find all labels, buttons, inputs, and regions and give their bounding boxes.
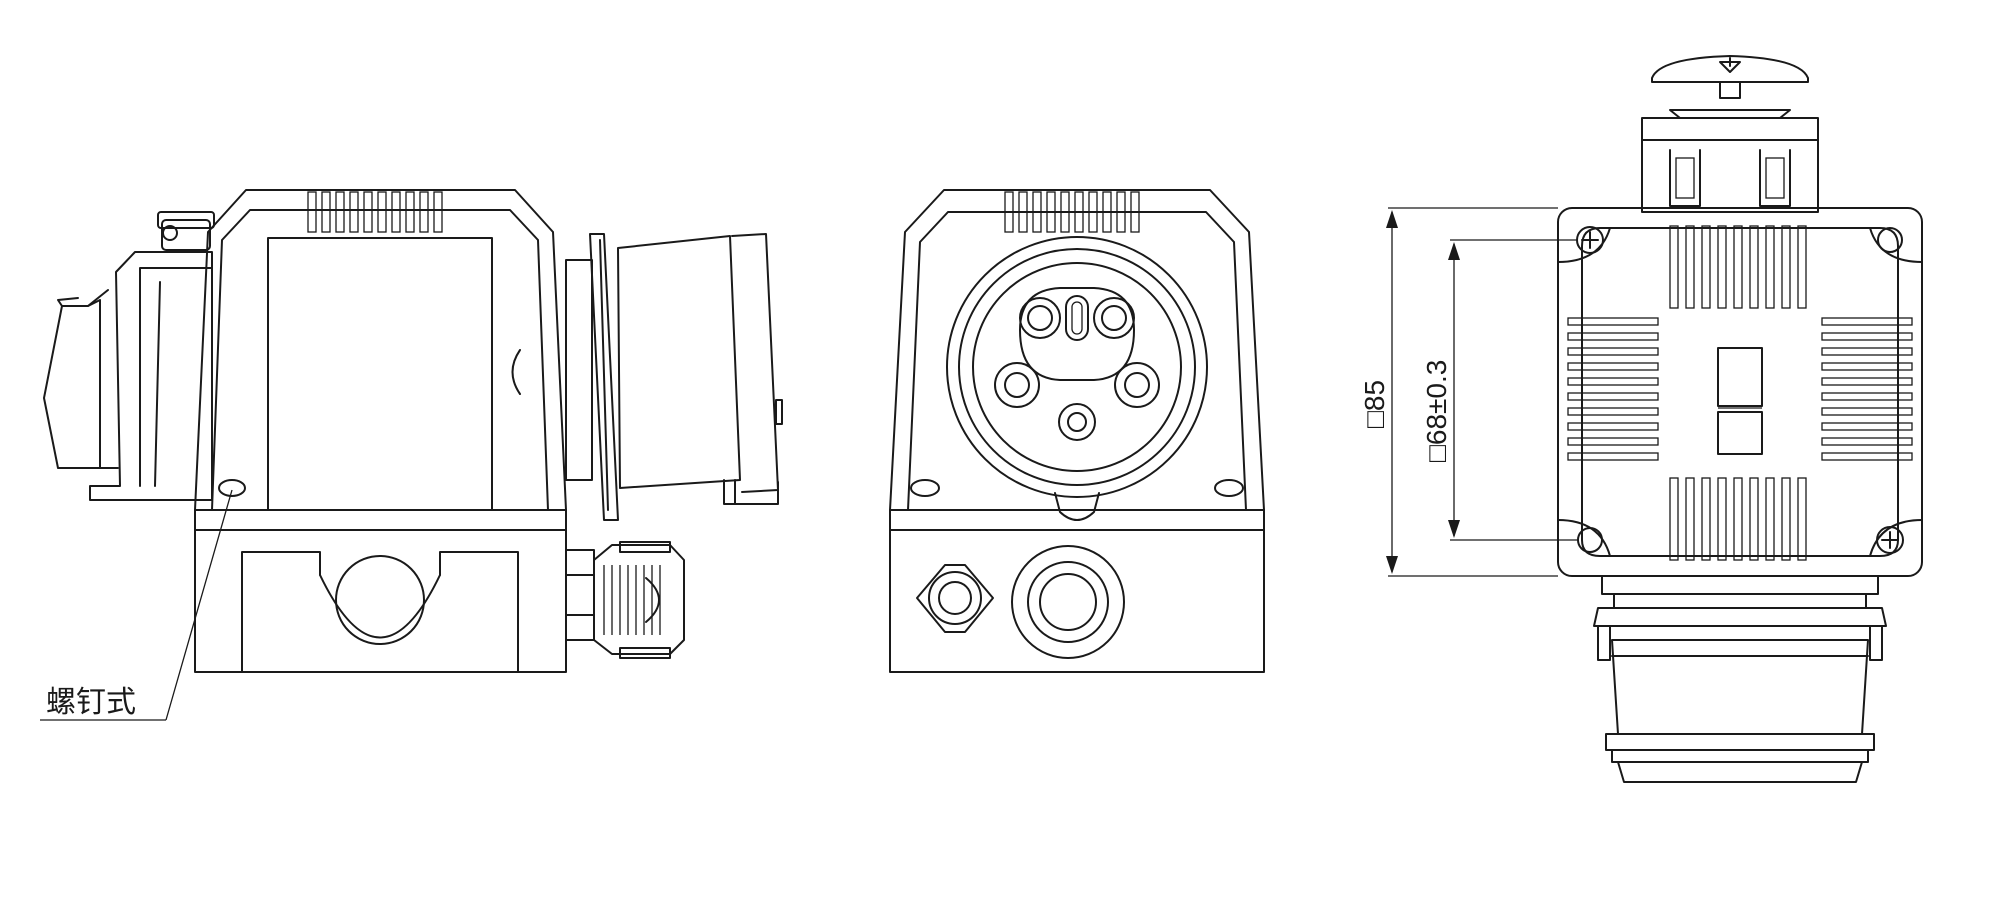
side-housing-notch — [511, 349, 521, 395]
side-housing-inner — [211, 209, 549, 511]
side-screw-left — [218, 479, 246, 497]
dim-outer-label: □85 — [1359, 380, 1390, 428]
front-base-box — [889, 509, 1265, 673]
top-vents-left — [1567, 317, 1659, 461]
top-lid-hinge-block — [1641, 139, 1819, 213]
side-base-knockout — [335, 555, 425, 645]
top-view: □85 □68±0.3 — [1359, 55, 1923, 783]
socket-pin-2 — [1093, 297, 1135, 339]
top-plug-body — [1611, 639, 1869, 735]
top-vents-upper — [1669, 225, 1807, 309]
top-label-window-upper — [1717, 347, 1763, 407]
plug-collar — [731, 233, 779, 493]
socket-face — [946, 236, 1208, 521]
screw-type-label: 螺钉式 — [46, 686, 136, 719]
top-lid-cap — [1641, 55, 1819, 213]
socket-outer-ring — [946, 236, 1208, 498]
top-corner-ears — [1557, 227, 1923, 557]
front-ribs — [1004, 191, 1140, 233]
socket-pin-4 — [1114, 362, 1160, 408]
socket-key-tab — [1054, 492, 1100, 521]
front-knockout — [1011, 545, 1125, 659]
socket-pin-5 — [1058, 403, 1096, 441]
plug-flange-a — [565, 259, 593, 481]
front-hex-gland — [916, 564, 994, 633]
callout-leader — [165, 489, 233, 721]
lid-hinge-screw — [162, 225, 178, 241]
side-base-recess-left — [241, 551, 321, 673]
side-cable-gland — [565, 541, 685, 659]
front-view — [889, 189, 1265, 673]
plug-flange-b — [589, 233, 619, 521]
dimension-outer: □85 — [1359, 207, 1558, 577]
plug-body — [617, 235, 741, 489]
side-ribs — [307, 191, 443, 233]
top-vents-lower — [1669, 477, 1807, 561]
dim-inner-label: □68±0.3 — [1421, 360, 1452, 462]
side-housing-outline — [194, 189, 567, 511]
top-vents-right — [1821, 317, 1913, 461]
side-base-box — [194, 509, 567, 673]
socket-keyway — [1019, 287, 1135, 381]
top-plug — [1593, 575, 1887, 783]
socket-pin-3 — [994, 362, 1040, 408]
side-housing-window — [267, 237, 493, 511]
front-housing-inner — [907, 211, 1247, 511]
lid-flap — [43, 289, 119, 469]
screw-type-callout: 螺钉式 — [40, 489, 233, 721]
top-housing-outer — [1557, 207, 1923, 577]
front-housing-outline — [889, 189, 1265, 511]
socket-earth-slot — [1065, 295, 1089, 341]
top-housing-inner — [1581, 227, 1899, 557]
top-corner-hole-tr — [1877, 227, 1903, 253]
socket-pin-1 — [1019, 297, 1061, 339]
top-plug-ring — [1605, 733, 1875, 751]
top-label-window-lower — [1717, 411, 1763, 455]
plug-foot — [723, 479, 779, 505]
top-corner-screw-br — [1876, 526, 1904, 554]
dimension-inner: □68±0.3 — [1421, 239, 1578, 541]
gland-body — [593, 544, 685, 655]
side-view: 螺钉式 — [40, 189, 783, 721]
gland-threads — [603, 565, 661, 635]
gland-hex-nut — [565, 549, 595, 641]
side-plug — [565, 233, 783, 521]
socket-insert — [972, 262, 1182, 472]
side-socket-lid — [43, 211, 215, 501]
